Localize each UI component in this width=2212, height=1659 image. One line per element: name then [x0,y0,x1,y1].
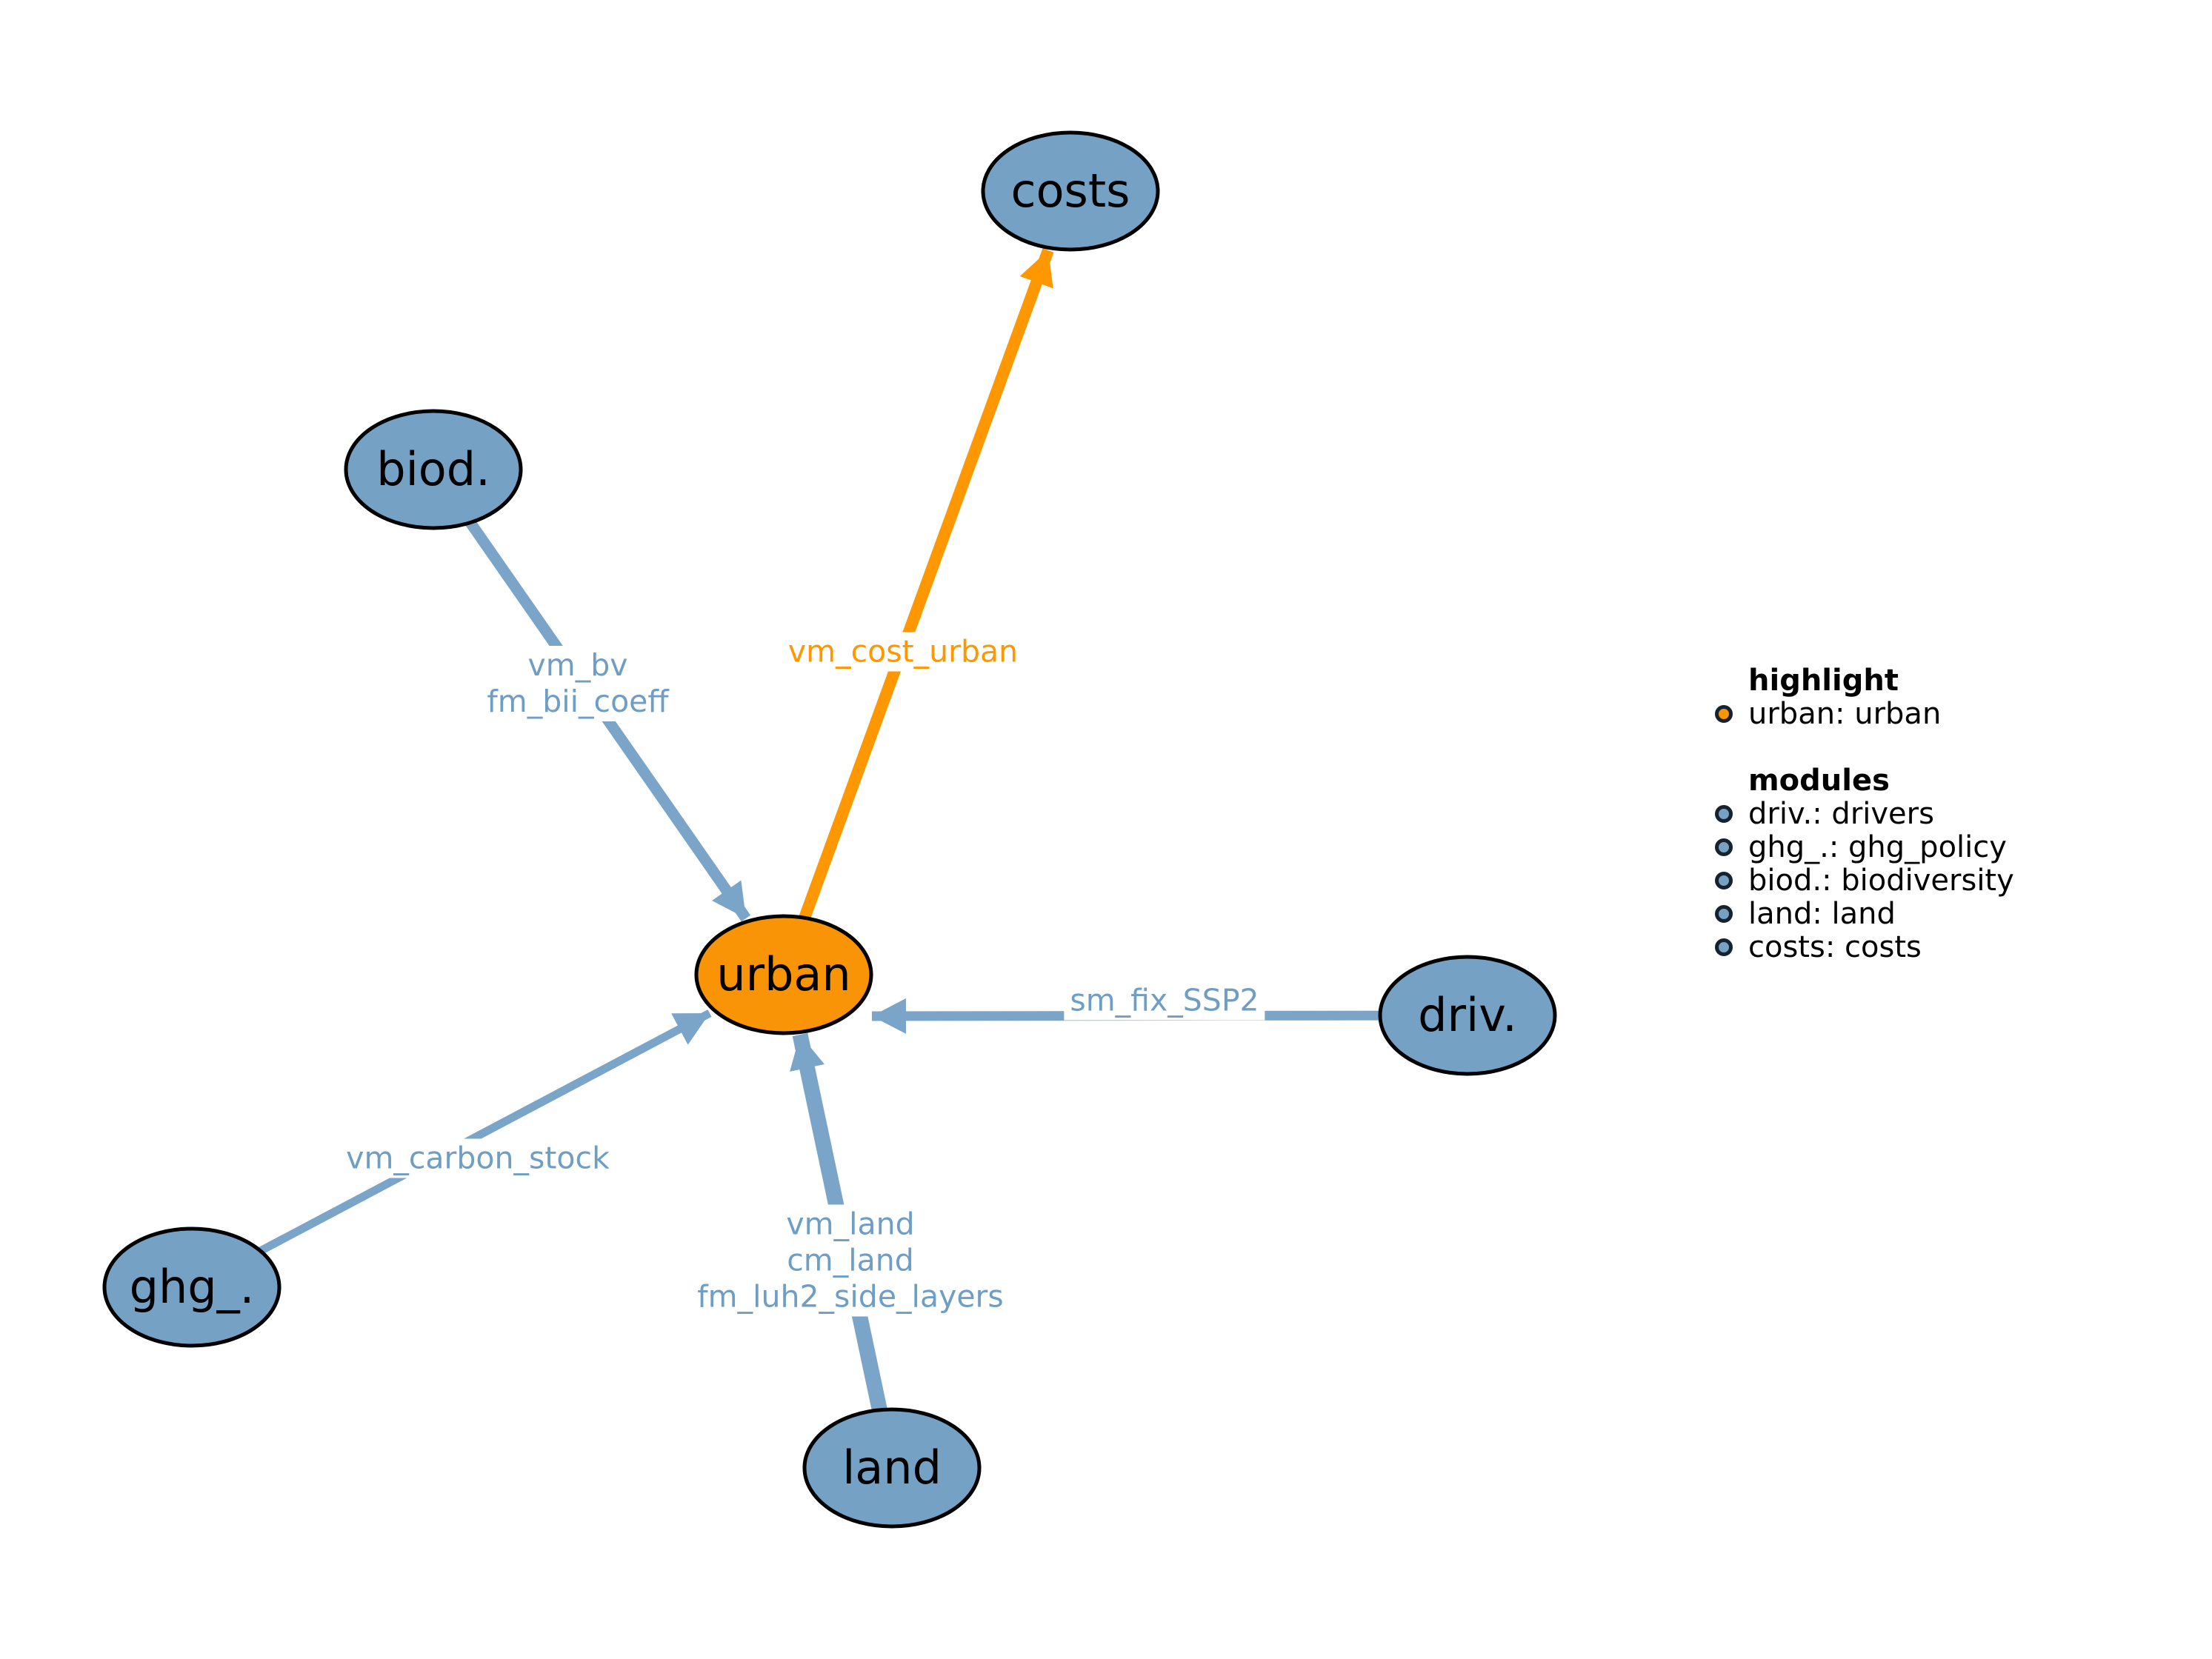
edge-label-biod-urban: vm_bv fm_bii_coeff [481,646,675,721]
legend-item-drivers: driv.: drivers [1715,796,2014,831]
legend-item-label: biod.: biodiversity [1748,863,2014,898]
legend-item-land: land: land [1715,896,2014,931]
node-label-driv: driv. [1418,988,1517,1042]
edge-label-line: vm_bv [527,647,628,683]
legend-dot-land-icon [1715,904,1733,923]
legend-item-label: ghg_.: ghg_policy [1748,830,2007,864]
edge-label-line: vm_cost_urban [787,633,1019,670]
legend-spacer [1715,730,2014,764]
node-label-biod: biod. [376,442,490,496]
legend-item-biodiversity: biod.: biodiversity [1715,863,2014,898]
legend: highlight urban: urban modules driv.: dr… [1715,664,2014,964]
node-ellipse-land [802,1407,982,1529]
node-ellipse-costs [981,130,1160,252]
edge-label-line: cm_land [787,1242,914,1278]
legend-dot-drivers-icon [1715,804,1733,823]
legend-dot-urban-icon [1715,704,1733,723]
legend-dot-costs-icon [1715,938,1733,956]
node-ellipse-biod [344,409,523,530]
edge-label-urban-costs: vm_cost_urban [782,632,1025,672]
edge-label-line: fm_luh2_side_layers [697,1278,1004,1315]
legend-modules-title: modules [1748,763,1890,798]
edge-urban-costs [778,248,1054,977]
legend-item-ghg-policy: ghg_.: ghg_policy [1715,830,2014,864]
node-ellipse-ghg [102,1226,282,1348]
legend-item-label: urban: urban [1748,696,1942,731]
edge-label-line: fm_bii_coeff [487,684,669,719]
legend-highlight-title: highlight [1748,663,1899,698]
node-label-costs: costs [1010,164,1130,218]
legend-item-urban: urban: urban [1715,696,2014,731]
node-ellipse-driv [1378,955,1557,1076]
edge-label-ghg-urban: vm_carbon_stock [340,1138,616,1178]
edge-label-land-urban: vm_land cm_land fm_luh2_side_layers [691,1204,1010,1317]
node-label-land: land [842,1441,942,1495]
node-label-urban: urban [716,947,851,1001]
legend-dot-biodiversity-icon [1715,871,1733,889]
edge-label-line: vm_land [786,1206,915,1242]
edge-label-line: vm_carbon_stock [346,1140,610,1176]
node-label-ghg: ghg_. [129,1260,255,1314]
legend-item-label: land: land [1748,896,1896,931]
node-ellipse-urban [694,914,873,1035]
legend-item-costs: costs: costs [1715,930,2014,964]
edge-label-driv-urban: sm_fix_SSP2 [1064,981,1265,1021]
legend-item-label: costs: costs [1748,929,1922,964]
legend-item-label: driv.: drivers [1748,796,1934,831]
legend-dot-ghg-policy-icon [1715,838,1733,856]
edge-label-line: sm_fix_SSP2 [1070,982,1259,1018]
